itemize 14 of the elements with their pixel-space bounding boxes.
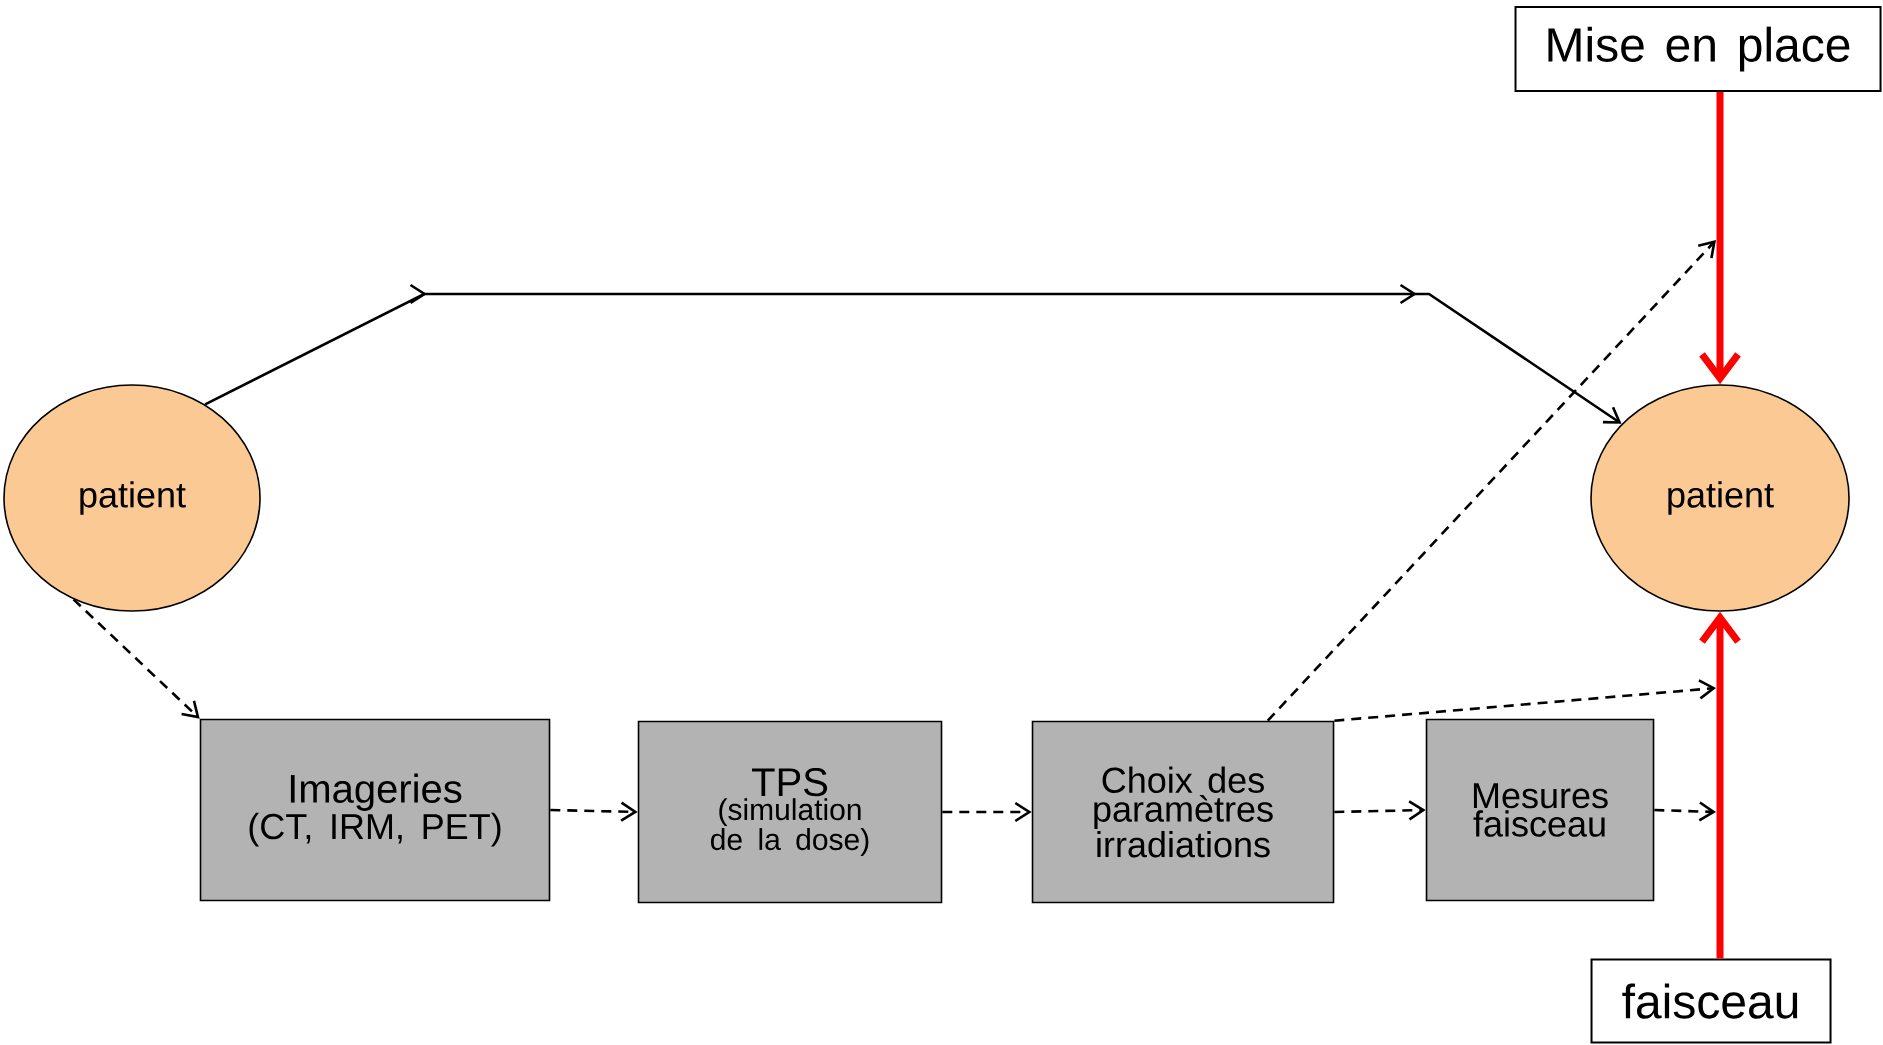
process-box: Choix des paramètres irradiations xyxy=(1031,720,1335,904)
process-box: Imageries (CT, IRM, PET) xyxy=(199,718,551,902)
arrow xyxy=(1334,800,1426,821)
arrow xyxy=(72,598,200,719)
label-box: Mise en place xyxy=(1514,6,1882,92)
arrow xyxy=(942,801,1032,823)
process-box: TPS (simulation de la dose) xyxy=(637,720,943,904)
arrow xyxy=(550,801,638,822)
arrow xyxy=(1266,240,1716,722)
label-box: faisceau xyxy=(1590,958,1832,1044)
process-box: Mesures faisceau xyxy=(1425,718,1655,902)
arrow xyxy=(1654,801,1717,822)
arrow xyxy=(204,283,1622,424)
arrow xyxy=(1334,679,1717,722)
